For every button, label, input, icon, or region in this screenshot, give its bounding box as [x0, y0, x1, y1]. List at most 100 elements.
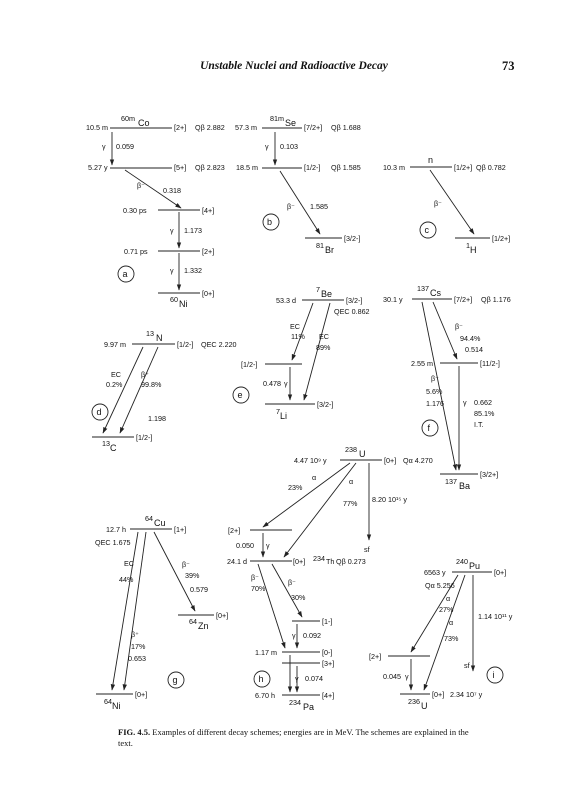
g-zn-symbol: Zn — [198, 621, 209, 631]
d-beta-label: β⁺ — [141, 370, 149, 379]
decay-schemes-figure: 60m Co 10.5 m [2+] Qβ 2.882 γ 0.059 5.27… — [86, 114, 513, 712]
f-gamma-branch: 85.1% — [474, 409, 495, 418]
f-daughter-mass: 137 — [445, 477, 457, 486]
a-gamma-bottom-energy: 1.332 — [184, 266, 202, 275]
d-ec-arrow — [102, 346, 144, 434]
g-ni-spin: [0+] — [135, 690, 147, 699]
f-beta1-branch: 94.4% — [460, 334, 481, 343]
i-u-spin: [0+] — [432, 690, 444, 699]
a-parent-spin: [2+] — [174, 123, 186, 132]
h-panel-circle — [253, 670, 271, 688]
h-u-halflife: 4.47 10⁹ y — [294, 456, 327, 465]
f-beta1-energy: 0.514 — [465, 345, 483, 354]
f-daughter-spin: [3/2+] — [480, 470, 498, 479]
i-pu-mass: 240 — [456, 557, 468, 566]
d-parent-symbol: N — [156, 333, 163, 343]
b-panel-circle — [262, 213, 280, 231]
e-parent-mass: 7 — [316, 285, 320, 294]
h-alpha2-label: α — [349, 477, 353, 486]
e-ec2-label: EC — [319, 332, 329, 341]
d-parent-mass: 13 — [146, 329, 154, 338]
f-level2-halflife: 2.55 m — [411, 359, 433, 368]
h-sf-label: sf — [364, 545, 370, 554]
a-daughter-mass: 60 — [170, 295, 178, 304]
g-beta-minus-label: β⁻ — [182, 560, 190, 569]
b-beta-label: β⁻ — [287, 202, 295, 211]
scheme-b-labels: 81m Se 57.3 m [7/2+] Qβ 1.688 γ 0.103 18… — [235, 114, 361, 255]
scheme-a-labels: 60m Co 10.5 m [2+] Qβ 2.882 γ 0.059 5.27… — [86, 114, 225, 309]
f-level2-spin: [11/2-] — [480, 359, 500, 368]
a-parent-q: Qβ 2.882 — [195, 123, 225, 132]
f-parent-spin: [7/2+] — [454, 295, 472, 304]
b-parent-symbol: Se — [285, 118, 296, 128]
h-th-gamma-energy: 0.050 — [236, 541, 254, 550]
g-ni-symbol: Ni — [112, 701, 121, 711]
h-alpha1-label: α — [312, 473, 316, 482]
h-th-gamma-label: γ — [266, 541, 270, 550]
d-beta-arrow — [119, 346, 159, 434]
h-pa-gamma2-energy: 0.074 — [305, 674, 323, 683]
i-alpha1-label: α — [446, 594, 450, 603]
h-alpha1-arrow — [262, 462, 351, 528]
c-daughter-mass: 1 — [466, 241, 470, 250]
c-parent-q: Qβ 0.782 — [476, 163, 506, 172]
figure-caption: FIG. 4.5. Examples of different decay sc… — [118, 727, 478, 749]
caption-text: Examples of different decay schemes; ene… — [118, 727, 469, 748]
scheme-d-labels: 13 N 9.97 m [1/2-] QEC 2.220 EC 0.2% β⁺ … — [97, 329, 237, 453]
d-ec-branch: 0.2% — [106, 380, 123, 389]
a-level4-spin: [2+] — [202, 247, 214, 256]
i-pu-q: Qα 5.256 — [425, 581, 455, 590]
scheme-e-labels: 7 Be 53.3 d [3/2-] QEC 0.862 EC 11% EC 8… — [238, 285, 370, 421]
d-parent-q: QEC 2.220 — [201, 340, 237, 349]
i-alpha1-arrow — [410, 574, 459, 653]
h-u-spin: [0+] — [384, 456, 396, 465]
h-sf-halflife: 8.20 10¹⁵ y — [372, 495, 407, 504]
g-ec-branch: 44% — [119, 575, 134, 584]
h-pa-gamma2-label: γ — [295, 674, 299, 683]
g-beta-minus-arrow — [153, 531, 196, 612]
g-beta-plus-energy: 0.653 — [128, 654, 146, 663]
f-parent-halflife: 30.1 y — [383, 295, 403, 304]
h-panel-label: h — [259, 674, 264, 684]
i-panel-circle — [486, 666, 504, 684]
b-beta-energy: 1.585 — [310, 202, 328, 211]
i-u-symbol: U — [421, 701, 428, 711]
a-level3-halflife: 0.30 ps — [123, 206, 147, 215]
b-gamma-label: γ — [265, 142, 269, 151]
scheme-i-labels: 6563 y 240 Pu [0+] Qα 5.256 α 27% α 73% … — [369, 557, 513, 711]
a-gamma-mid-label: γ — [170, 226, 174, 235]
h-u-q: Qα 4.270 — [403, 456, 433, 465]
f-parent-symbol: Cs — [430, 288, 441, 298]
h-pa-level-spin: [1-] — [322, 617, 332, 626]
h-pa-mass: 234 — [289, 698, 301, 707]
g-panel-label: g — [173, 675, 178, 685]
a-daughter-symbol: Ni — [179, 299, 188, 309]
e-panel-circle — [232, 386, 250, 404]
h-beta1-branch: 70% — [251, 584, 266, 593]
g-beta-plus-label: β⁺ — [131, 630, 139, 639]
g-zn-mass: 64 — [189, 617, 197, 626]
h-th-symbol: Th — [326, 557, 334, 566]
h-pa-level3-spin: [3+] — [322, 659, 334, 668]
scheme-g-labels: 64 Cu 12.7 h [1+] QEC 1.675 EC 44% β⁻ 39… — [95, 514, 228, 711]
d-parent-halflife: 9.97 m — [104, 340, 126, 349]
e-parent-q: QEC 0.862 — [334, 307, 370, 316]
i-panel-label: i — [493, 670, 495, 680]
b-parent-spin: [7/2+] — [304, 123, 322, 132]
c-beta-label: β⁻ — [434, 199, 442, 208]
f-parent-q: Qβ 1.176 — [481, 295, 511, 304]
h-pa-gamma1-energy: 0.092 — [303, 631, 321, 640]
e-gamma-label: γ — [284, 379, 288, 388]
i-alpha2-arrow — [423, 574, 466, 691]
f-gamma-type: I.T. — [474, 420, 484, 429]
g-beta-plus-arrow — [122, 531, 147, 691]
d-beta-energy: 1.198 — [148, 414, 166, 423]
g-beta-minus-energy: 0.579 — [190, 585, 208, 594]
f-beta2-energy: 1.176 — [426, 399, 444, 408]
c-panel-circle — [419, 221, 437, 239]
h-alpha2-arrow — [283, 462, 357, 558]
i-sf-halflife: 1.14 10¹¹ y — [478, 612, 513, 621]
a-panel-circle — [117, 265, 135, 283]
h-th-spin: [0+] — [293, 557, 305, 566]
e-daughter-mass: 7 — [276, 407, 280, 416]
